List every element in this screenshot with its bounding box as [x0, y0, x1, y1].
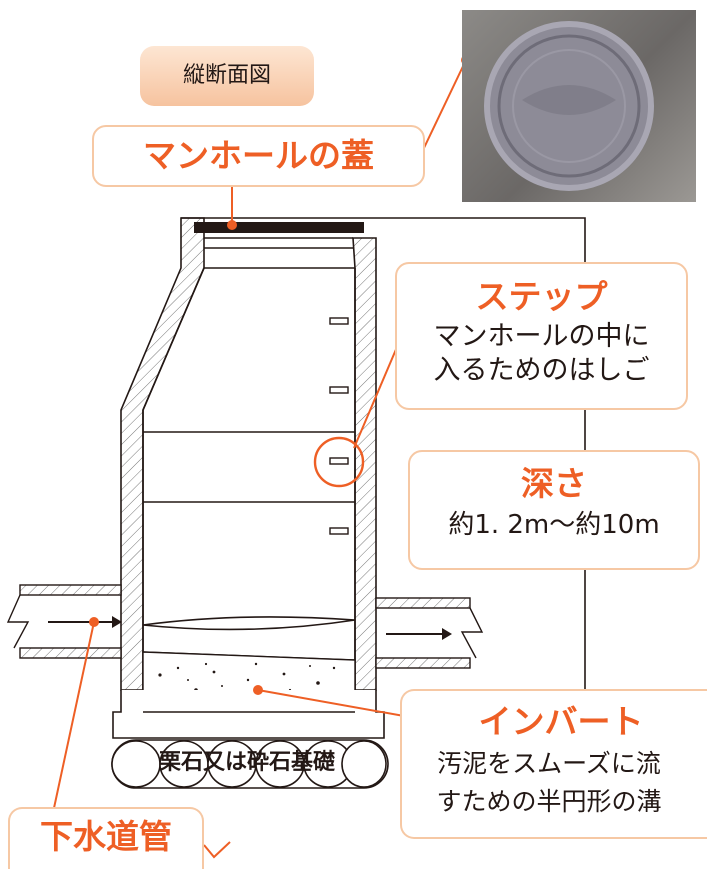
- cover-label: マンホールの蓋: [92, 125, 425, 187]
- manhole-cover-photo: [462, 10, 696, 202]
- ladder-rung: [329, 317, 349, 325]
- right-wall: [352, 237, 377, 691]
- step-description-line-1: マンホールの中に: [433, 321, 650, 352]
- depth-callout: 深さ 約1. 2m〜約10m: [408, 450, 700, 570]
- cover-leader-line: [422, 59, 467, 151]
- invert-callout: インバート 汚泥をスムーズに流 すための半円形の溝: [400, 689, 707, 839]
- outlet-pipe-bottom: [375, 657, 471, 669]
- page-title: 縦断面図: [140, 46, 314, 106]
- foundation-label: 栗石又は砕石基礎: [158, 750, 335, 775]
- ladder-rung: [329, 527, 349, 535]
- step-callout: ステップ マンホールの中に 入るためのはしご: [395, 262, 688, 410]
- sewer-pipe-label: 下水道管: [8, 807, 204, 869]
- inlet-pipe-bottom: [19, 647, 122, 659]
- depth-description: 約1. 2m〜約10m: [448, 510, 660, 540]
- ladder-rung: [329, 457, 349, 465]
- invert-description-line-2: すための半円形の溝: [436, 787, 662, 816]
- invert-leader-line: [257, 689, 405, 717]
- step-leader-line: [353, 339, 401, 449]
- depth-title: 深さ: [521, 464, 587, 503]
- base-slab: [112, 690, 385, 739]
- foundation-stones: [111, 739, 389, 789]
- invert-channel: [142, 616, 356, 631]
- step-highlight-circle: [313, 436, 365, 488]
- manhole-cover: [194, 222, 364, 233]
- step-title: ステップ: [475, 277, 608, 316]
- inlet-pipe: [19, 584, 122, 596]
- step-description-line-2: 入るためのはしご: [433, 355, 650, 386]
- ladder-rung: [329, 386, 349, 394]
- invert-title: インバート: [478, 702, 644, 741]
- pipe-leader-line: [53, 621, 95, 809]
- outlet-pipe: [375, 597, 471, 609]
- invert-description-line-1: 汚泥をスムーズに流: [437, 749, 661, 778]
